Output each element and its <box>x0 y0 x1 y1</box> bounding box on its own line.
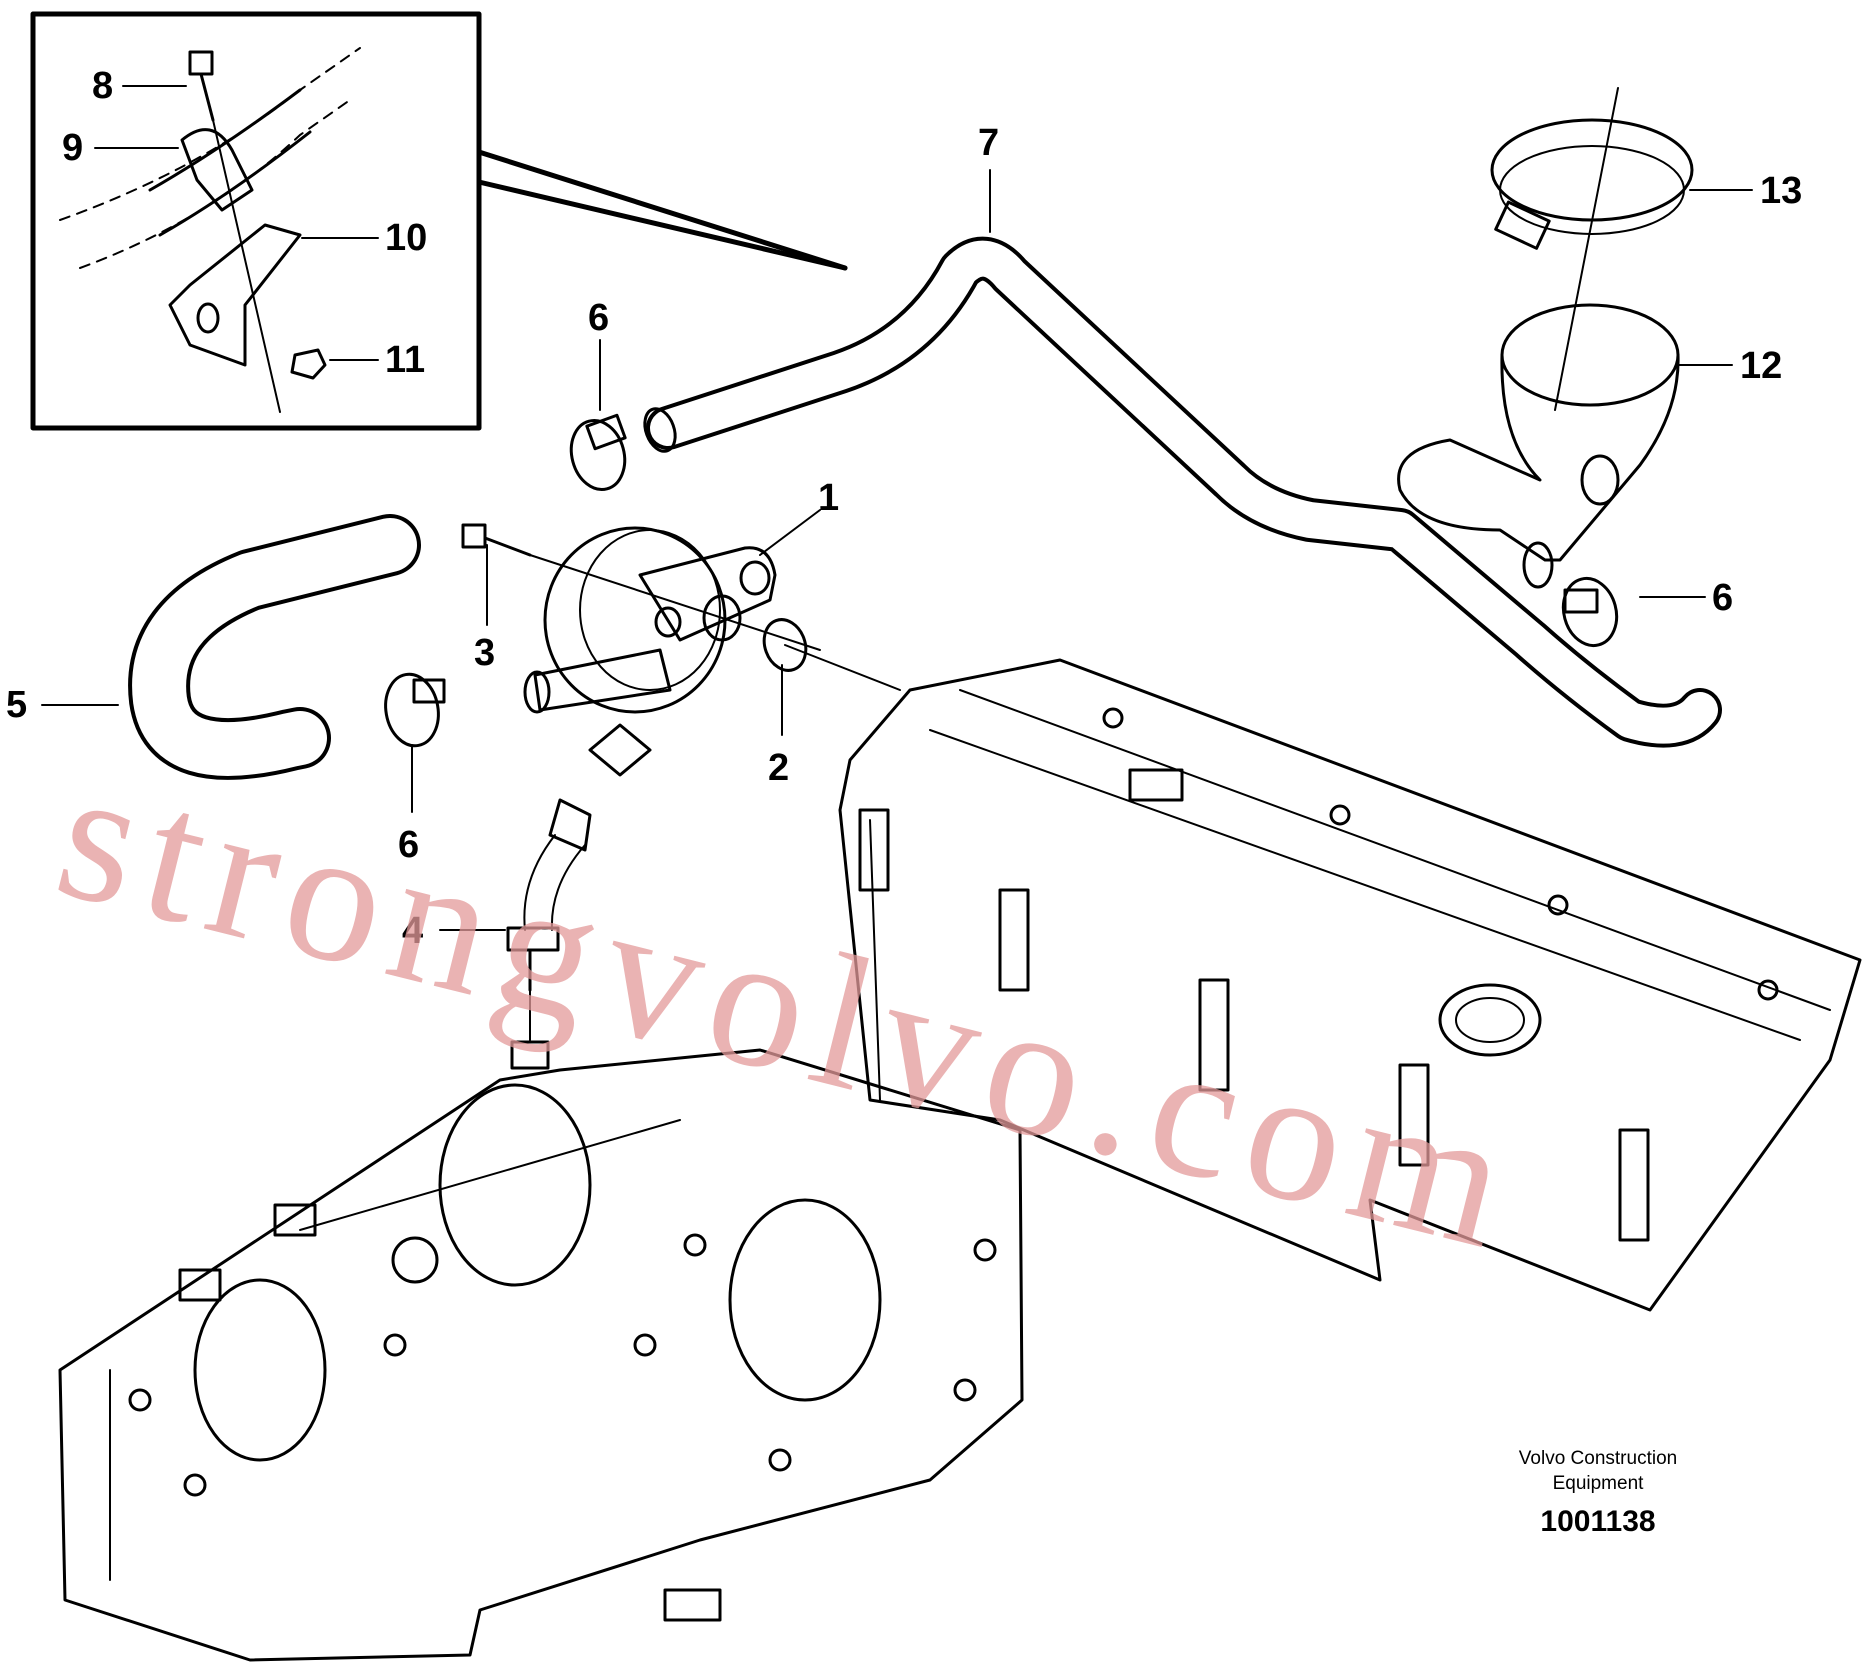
engine-block <box>58 1048 1024 1662</box>
breather-1 <box>461 523 901 1070</box>
credit-line-2: Equipment <box>1553 1473 1645 1494</box>
clamp-6-left <box>384 672 446 748</box>
rocker-cover <box>838 658 1862 1312</box>
callout-5: 5 <box>6 684 27 726</box>
clamp-6-right <box>1561 576 1619 648</box>
callout-11: 11 <box>385 339 425 381</box>
hose-5 <box>128 514 421 780</box>
inset-detail <box>30 11 848 431</box>
hose-7 <box>643 236 1722 748</box>
callout-7: 7 <box>978 122 999 164</box>
watermark: strongvolvo.com <box>40 727 1539 1292</box>
callout-2: 2 <box>768 747 789 789</box>
callout-3: 3 <box>474 632 495 674</box>
callout-10: 10 <box>385 217 427 259</box>
document-number: 1001138 <box>1540 1505 1655 1538</box>
clamp-6-top <box>569 413 627 491</box>
callout-12: 12 <box>1740 345 1782 387</box>
callout-13: 13 <box>1760 170 1802 212</box>
clamp-13 <box>1490 87 1694 411</box>
callout-6-right: 6 <box>1712 577 1733 619</box>
callout-4: 4 <box>402 910 423 952</box>
intake-12 <box>1397 303 1680 589</box>
credit-line-1: Volvo Construction <box>1519 1448 1677 1469</box>
callout-6-left: 6 <box>398 824 419 866</box>
callout-6-top: 6 <box>588 297 609 339</box>
credit-block: Volvo Construction Equipment 1001138 <box>1519 1448 1677 1538</box>
callout-leaders <box>41 169 1753 931</box>
callout-9: 9 <box>62 127 83 169</box>
callout-1: 1 <box>818 477 839 519</box>
callout-8: 8 <box>92 65 113 107</box>
callout-numbers: 1 2 3 4 5 6 6 6 7 8 9 10 11 12 13 <box>6 65 1802 952</box>
